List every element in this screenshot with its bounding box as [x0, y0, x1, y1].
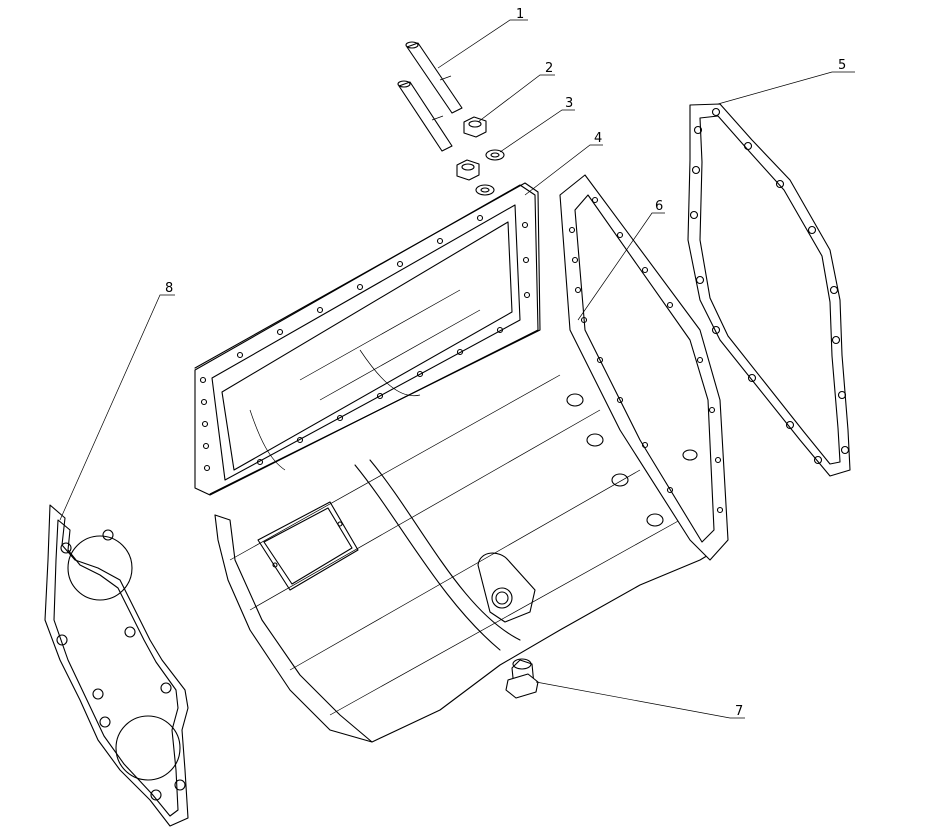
part-1-studs [397, 41, 463, 152]
callout-labels: 1 2 3 4 5 6 7 8 [165, 7, 846, 719]
callout-6: 6 [655, 199, 663, 214]
callout-8: 8 [165, 281, 173, 296]
part-7-drain-plug [505, 658, 539, 699]
callout-5: 5 [838, 58, 846, 73]
part-5-gasket [687, 103, 851, 477]
callout-7: 7 [735, 704, 743, 719]
part-2-nuts [456, 116, 487, 181]
callout-3: 3 [565, 96, 573, 111]
callout-4: 4 [594, 131, 602, 146]
callout-1: 1 [516, 7, 524, 22]
part-3-washers [475, 149, 505, 196]
part-4-gasket [194, 182, 541, 495]
part-8-gasket [44, 504, 189, 827]
transmission-housing [194, 174, 729, 743]
leader-lines [59, 19, 855, 719]
callout-2: 2 [545, 61, 553, 76]
